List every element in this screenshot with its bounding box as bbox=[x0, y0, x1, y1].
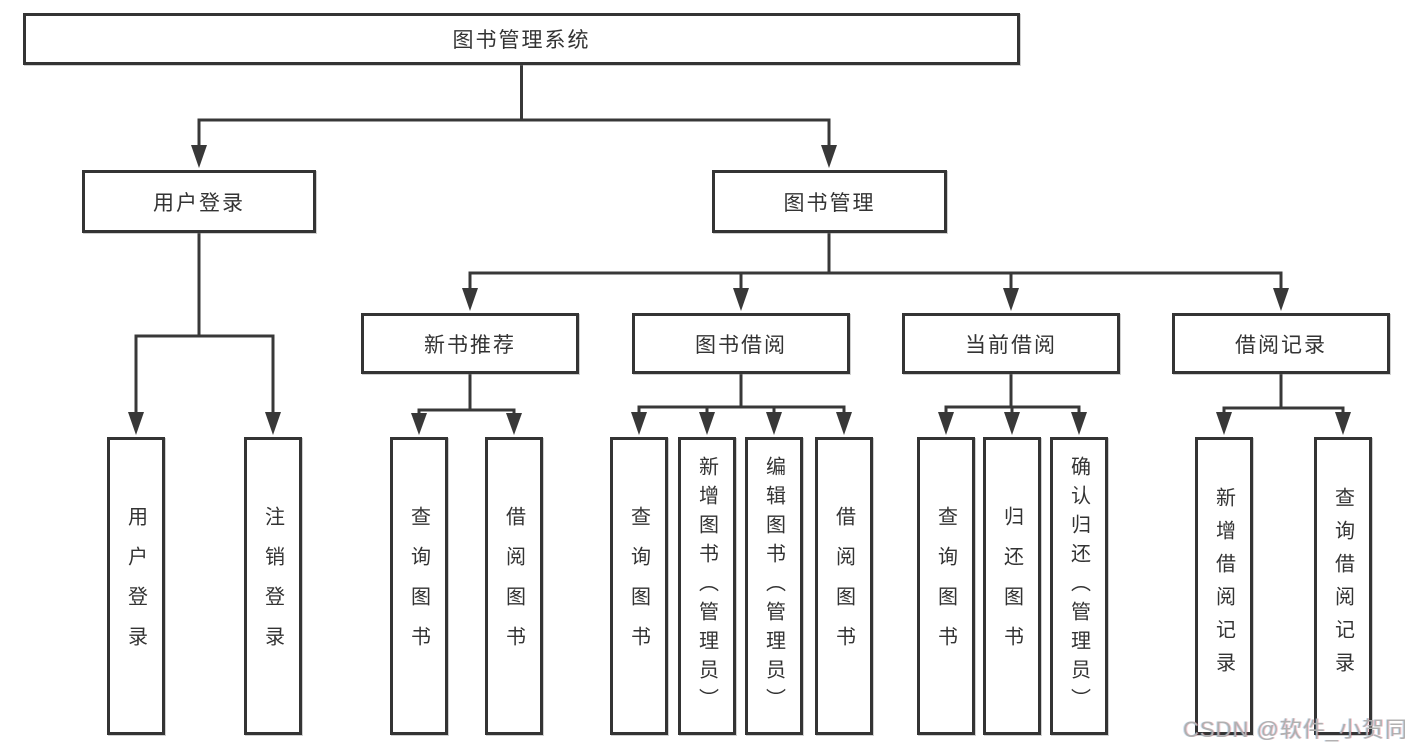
csdn-watermark: CSDN @软件_小贺同学 bbox=[1183, 717, 1405, 742]
leaf-add-borrow-record-label: 新增借阅记录 bbox=[1212, 487, 1235, 685]
connector-root-to-level2 bbox=[191, 65, 837, 168]
leaf-recommend-borrow-books-label: 借阅图书 bbox=[502, 506, 525, 666]
leaf-return-books: 归还图书 bbox=[983, 437, 1041, 735]
leaf-borrow-query-books: 查询图书 bbox=[610, 437, 668, 735]
leaf-recommend-borrow-books: 借阅图书 bbox=[485, 437, 543, 735]
leaf-query-borrow-record-label: 查询借阅记录 bbox=[1331, 487, 1354, 685]
leaf-query-borrow-record: 查询借阅记录 bbox=[1314, 437, 1372, 735]
leaf-current-query-books: 查询图书 bbox=[917, 437, 975, 735]
leaf-user-login: 用户登录 bbox=[107, 437, 165, 735]
node-system-root: 图书管理系统 bbox=[23, 13, 1020, 65]
leaf-confirm-return-admin: 确认归还（管理员） bbox=[1050, 437, 1108, 735]
leaf-add-books-admin: 新增图书（管理员） bbox=[678, 437, 736, 735]
connector-new-book-recommend-to-children bbox=[411, 374, 522, 435]
node-user-login: 用户登录 bbox=[82, 170, 316, 233]
node-new-book-recommend-label: 新书推荐 bbox=[424, 333, 516, 357]
connector-book-borrow-to-children bbox=[631, 374, 852, 435]
node-borrow-records: 借阅记录 bbox=[1172, 313, 1390, 374]
leaf-borrow-books-label: 借阅图书 bbox=[832, 506, 855, 666]
connector-current-borrow-to-children bbox=[938, 374, 1087, 435]
node-book-borrow: 图书借阅 bbox=[632, 313, 850, 374]
leaf-borrow-books: 借阅图书 bbox=[815, 437, 873, 735]
leaf-user-login-label: 用户登录 bbox=[124, 506, 147, 666]
node-current-borrow-label: 当前借阅 bbox=[965, 333, 1057, 357]
leaf-logout: 注销登录 bbox=[244, 437, 302, 735]
leaf-add-books-admin-label: 新增图书（管理员） bbox=[695, 455, 718, 717]
leaf-add-borrow-record: 新增借阅记录 bbox=[1195, 437, 1253, 735]
node-book-management: 图书管理 bbox=[712, 170, 947, 233]
leaf-logout-label: 注销登录 bbox=[261, 506, 284, 666]
leaf-borrow-query-books-label: 查询图书 bbox=[627, 506, 650, 666]
node-borrow-records-label: 借阅记录 bbox=[1235, 333, 1327, 357]
connector-borrow-records-to-children bbox=[1216, 374, 1351, 435]
node-system-root-label: 图书管理系统 bbox=[452, 29, 591, 52]
leaf-return-books-label: 归还图书 bbox=[1000, 506, 1023, 666]
node-book-management-label: 图书管理 bbox=[783, 191, 876, 215]
leaf-current-query-books-label: 查询图书 bbox=[934, 506, 957, 666]
connector-user-login-to-children bbox=[128, 233, 281, 435]
leaf-confirm-return-admin-label: 确认归还（管理员） bbox=[1067, 455, 1090, 717]
leaf-edit-books-admin: 编辑图书（管理员） bbox=[745, 437, 803, 735]
node-new-book-recommend: 新书推荐 bbox=[361, 313, 579, 374]
leaf-recommend-query-books-label: 查询图书 bbox=[407, 506, 430, 666]
connector-book-management-to-level3 bbox=[462, 233, 1289, 311]
node-book-borrow-label: 图书借阅 bbox=[695, 333, 787, 357]
leaf-edit-books-admin-label: 编辑图书（管理员） bbox=[762, 455, 785, 717]
node-current-borrow: 当前借阅 bbox=[902, 313, 1120, 374]
node-user-login-label: 用户登录 bbox=[153, 191, 245, 215]
leaf-recommend-query-books: 查询图书 bbox=[390, 437, 448, 735]
